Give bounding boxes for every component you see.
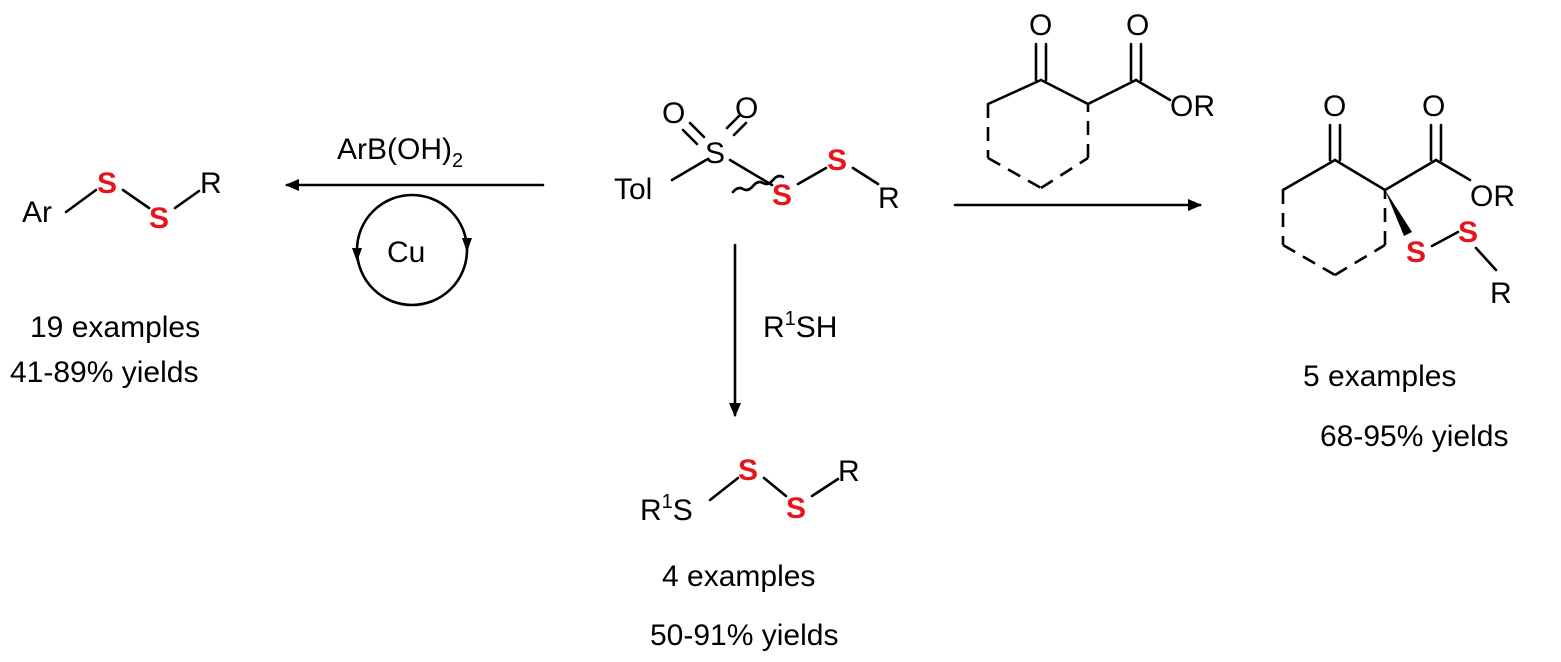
product-sulfur-2: S — [149, 202, 169, 235]
product-ring-c1-c2 — [1333, 158, 1387, 192]
right-branch: O O OR O O — [953, 9, 1515, 453]
cycle-arrowhead-right — [462, 238, 472, 252]
product-ester-bond — [1383, 158, 1438, 192]
product-or-label: OR — [1470, 180, 1515, 213]
left-yield-range: 41-89% yields — [10, 356, 198, 389]
right-yield-range: 68-95% yields — [1320, 420, 1508, 453]
trisulfide-bond-3 — [810, 477, 840, 498]
product-ring-c1-c6 — [1281, 158, 1337, 192]
ester-bond — [1086, 78, 1138, 106]
copper-catalyst-label: Cu — [387, 236, 425, 269]
tol-label: Tol — [614, 173, 652, 206]
product-ester-o-bond — [1434, 158, 1472, 182]
sulfonyl-oxygen-right: O — [735, 92, 758, 125]
disulfide-product: O O OR S S R — [1281, 90, 1515, 310]
product-s-r-bond — [1474, 246, 1498, 272]
ring-bond-c1-c6 — [986, 78, 1043, 106]
so-double-bond-left-a — [688, 121, 706, 139]
sulfonyl-sulfur: S — [705, 137, 725, 170]
product-ester-oxygen: O — [1422, 90, 1445, 123]
ring-bond-dashed-2 — [987, 156, 1042, 190]
product-s-s-bond — [121, 188, 151, 210]
s-s-bond-cleaved — [728, 158, 774, 187]
tol-s-bond — [670, 158, 708, 182]
ester-o-bond — [1134, 78, 1172, 102]
thiosulfonate-reagent: O O S Tol S S R — [614, 92, 900, 215]
s-r-bond — [851, 166, 880, 186]
ar-s-bond — [64, 188, 98, 214]
aryl-label: Ar — [22, 196, 52, 229]
disulfide-sulfur-1: S — [772, 179, 792, 212]
so-double-bond-right-a — [725, 114, 741, 130]
bottom-example-count: 4 examples — [662, 560, 815, 593]
bottom-yield-range: 50-91% yields — [650, 619, 838, 652]
sulfonyl-oxygen-left: O — [662, 97, 685, 130]
trisulfide-sulfur-1: S — [738, 454, 758, 487]
left-branch: ArB(OH)2 Cu Ar S S R 19 examples 41-89% … — [10, 133, 545, 389]
cycle-arrowhead-left — [352, 248, 362, 262]
ring-bond-c1-c2 — [1039, 78, 1090, 106]
trisulfide-sulfur-2: S — [786, 492, 806, 525]
ring-bond-dashed-3 — [1040, 156, 1089, 190]
r-group: R — [878, 182, 900, 215]
arylboronic-acid-label: ArB(OH)2 — [337, 133, 463, 172]
so-double-bond-right-b — [732, 121, 748, 137]
trisulfide-r-group: R — [838, 455, 860, 488]
trisulfide-r1-s: R1S — [640, 491, 693, 527]
trisulfide-bond-1 — [708, 476, 740, 502]
left-example-count: 19 examples — [30, 311, 200, 344]
trisulfide-bond-2 — [762, 476, 788, 498]
product-disulfide-sulfur-1: S — [1406, 236, 1426, 269]
product-sulfur-1: S — [97, 167, 117, 200]
thiol-reagent-label: R1SH — [763, 308, 837, 344]
product-ring-dashed-2 — [1282, 243, 1336, 277]
bottom-branch: R1SH R1S S S R 4 examples 50-91% yields — [640, 243, 860, 652]
beta-ketoester-reagent: O O OR — [986, 9, 1215, 190]
right-example-count: 5 examples — [1303, 360, 1456, 393]
product-r-group: R — [200, 167, 222, 200]
s-s-bond — [796, 166, 828, 186]
ester-or-label: OR — [1170, 90, 1215, 123]
product-ketone-oxygen: O — [1323, 90, 1346, 123]
product-s-s-bond — [1430, 230, 1460, 248]
wedge-bond — [1385, 190, 1412, 236]
cleavage-wavy-line — [731, 174, 785, 194]
product-s-r-bond — [173, 189, 201, 210]
ketone-oxygen: O — [1029, 9, 1052, 42]
ester-carbonyl-oxygen: O — [1126, 9, 1149, 42]
so-double-bond-left-b — [681, 128, 699, 146]
product-ring-dashed-3 — [1334, 243, 1386, 277]
product-disulfide-sulfur-2: S — [1458, 216, 1478, 249]
product-r-group-right: R — [1490, 277, 1512, 310]
disulfide-sulfur-2: S — [827, 144, 847, 177]
